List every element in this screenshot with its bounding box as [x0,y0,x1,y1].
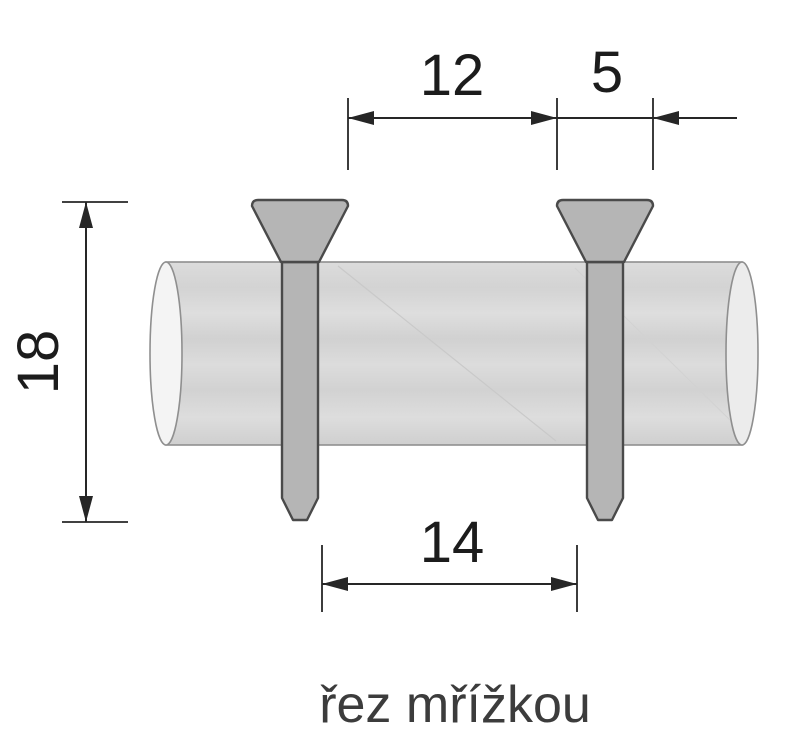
right-pin-head [555,198,655,264]
arrowhead-right [551,577,577,591]
dimension-left: 18 [6,201,128,523]
bar-right-cap [725,261,759,446]
arrowhead-left [348,111,374,125]
bar-body [165,261,743,446]
arrowhead-left [653,111,679,125]
bar-scratch [337,265,557,442]
arrowhead-up [79,202,93,228]
right-pin [555,198,655,522]
dimension-label-14: 14 [420,510,485,575]
dimension-bottom: 14 [321,510,578,612]
dimension-label-12: 12 [420,43,485,108]
arrowhead-down [79,496,93,522]
left-pin-head [250,198,350,264]
arrowhead-right [531,111,557,125]
right-pin-stem [585,260,625,522]
dimension-label-5: 5 [591,40,623,105]
left-pin [250,198,350,522]
dimension-label-18: 18 [6,330,71,395]
bar-left-cap [149,261,183,446]
left-pin-stem [280,260,320,522]
dimension-top: 12 5 [347,40,737,170]
cross-bar [149,261,759,446]
arrowhead-left [322,577,348,591]
diagram-caption: řez mřížkou [319,676,591,734]
